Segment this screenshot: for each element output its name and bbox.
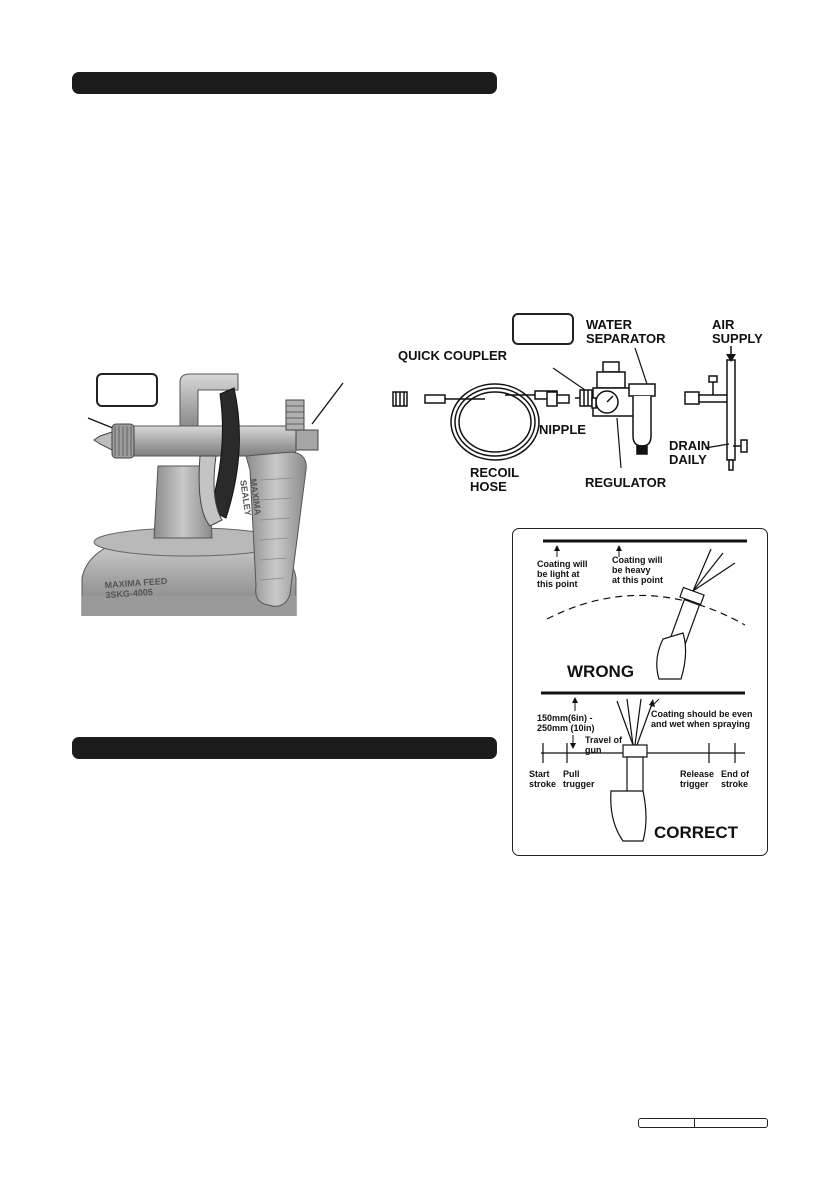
label-recoil-1: RECOIL [470, 465, 520, 480]
wrong-heavy-line-3: at this point [612, 575, 663, 585]
label-water-separator-2: SEPARATOR [586, 331, 666, 346]
wrong-light-line-1: Coating will [537, 559, 588, 569]
figure-number-box-1 [96, 373, 158, 407]
air-line-diagram [392, 346, 748, 471]
recoil-hose [445, 383, 540, 461]
regulator-unit [591, 361, 656, 455]
section-header-bar-middle [72, 737, 497, 759]
correct-end-line-2: stroke [721, 779, 749, 789]
correct-pull-note: Pull trugger [563, 769, 595, 789]
correct-even-line-2: and wet when spraying [651, 719, 751, 729]
correct-travel-line-2: gun [585, 745, 602, 755]
label-quick-coupler: QUICK COUPLER [398, 348, 508, 363]
correct-end-line-1: End of [721, 769, 749, 779]
label-regulator: REGULATOR [585, 475, 667, 490]
label-drain-1: DRAIN [669, 438, 711, 453]
wrong-heavy-line-1: Coating will [612, 555, 663, 565]
spray-technique-artwork [541, 539, 747, 842]
correct-distance-note: 150mm(6in) - 250mm (10in) [537, 713, 595, 733]
footer-reference-divider [694, 1119, 696, 1127]
label-nipple: NIPPLE [539, 422, 586, 437]
footer-reference-box [638, 1118, 768, 1128]
correct-release-note: Release trigger [680, 769, 714, 789]
quick-coupler-left [392, 391, 408, 407]
correct-start-line-2: stroke [529, 779, 557, 789]
correct-start-line-1: Start [529, 769, 550, 779]
label-air-supply-2: SUPPLY [712, 331, 763, 346]
wrong-title: WRONG [567, 662, 635, 681]
wrong-light-line-2: be light at [537, 569, 580, 579]
correct-pull-line-1: Pull [563, 769, 580, 779]
label-drain-2: DAILY [669, 452, 707, 467]
correct-even-line-1: Coating should be even [651, 709, 753, 719]
correct-distance-line-2: 250mm (10in) [537, 723, 595, 733]
wrong-light-line-3: this point [537, 579, 578, 589]
wrong-heavy-line-2: be heavy [612, 565, 651, 575]
nipple-fitting [546, 391, 570, 407]
wrong-light-note: Coating will be light at this point [537, 559, 588, 589]
correct-pull-line-2: trugger [563, 779, 595, 789]
label-recoil-2: HOSE [470, 479, 507, 494]
wrong-heavy-note: Coating will be heavy at this point [612, 555, 663, 585]
correct-release-line-2: trigger [680, 779, 709, 789]
correct-travel-line-1: Travel of [585, 735, 623, 745]
section-header-bar-top [72, 72, 497, 94]
correct-title: CORRECT [654, 823, 739, 842]
correct-end-note: End of stroke [721, 769, 749, 789]
correct-start-note: Start stroke [529, 769, 556, 789]
label-air-supply-1: AIR [712, 317, 735, 332]
spray-gun-illustration [81, 373, 344, 616]
correct-even-note: Coating should be even and wet when spra… [651, 709, 753, 729]
correct-release-line-1: Release [680, 769, 715, 779]
quick-coupler-right [575, 389, 593, 407]
spray-technique-panel: Coating will be light at this point Coat… [512, 528, 768, 856]
correct-distance-line-1: 150mm(6in) - [537, 713, 593, 723]
correct-travel-note: Travel of gun [585, 735, 622, 755]
label-water-separator-1: WATER [586, 317, 632, 332]
figure-number-box-2 [512, 313, 574, 345]
